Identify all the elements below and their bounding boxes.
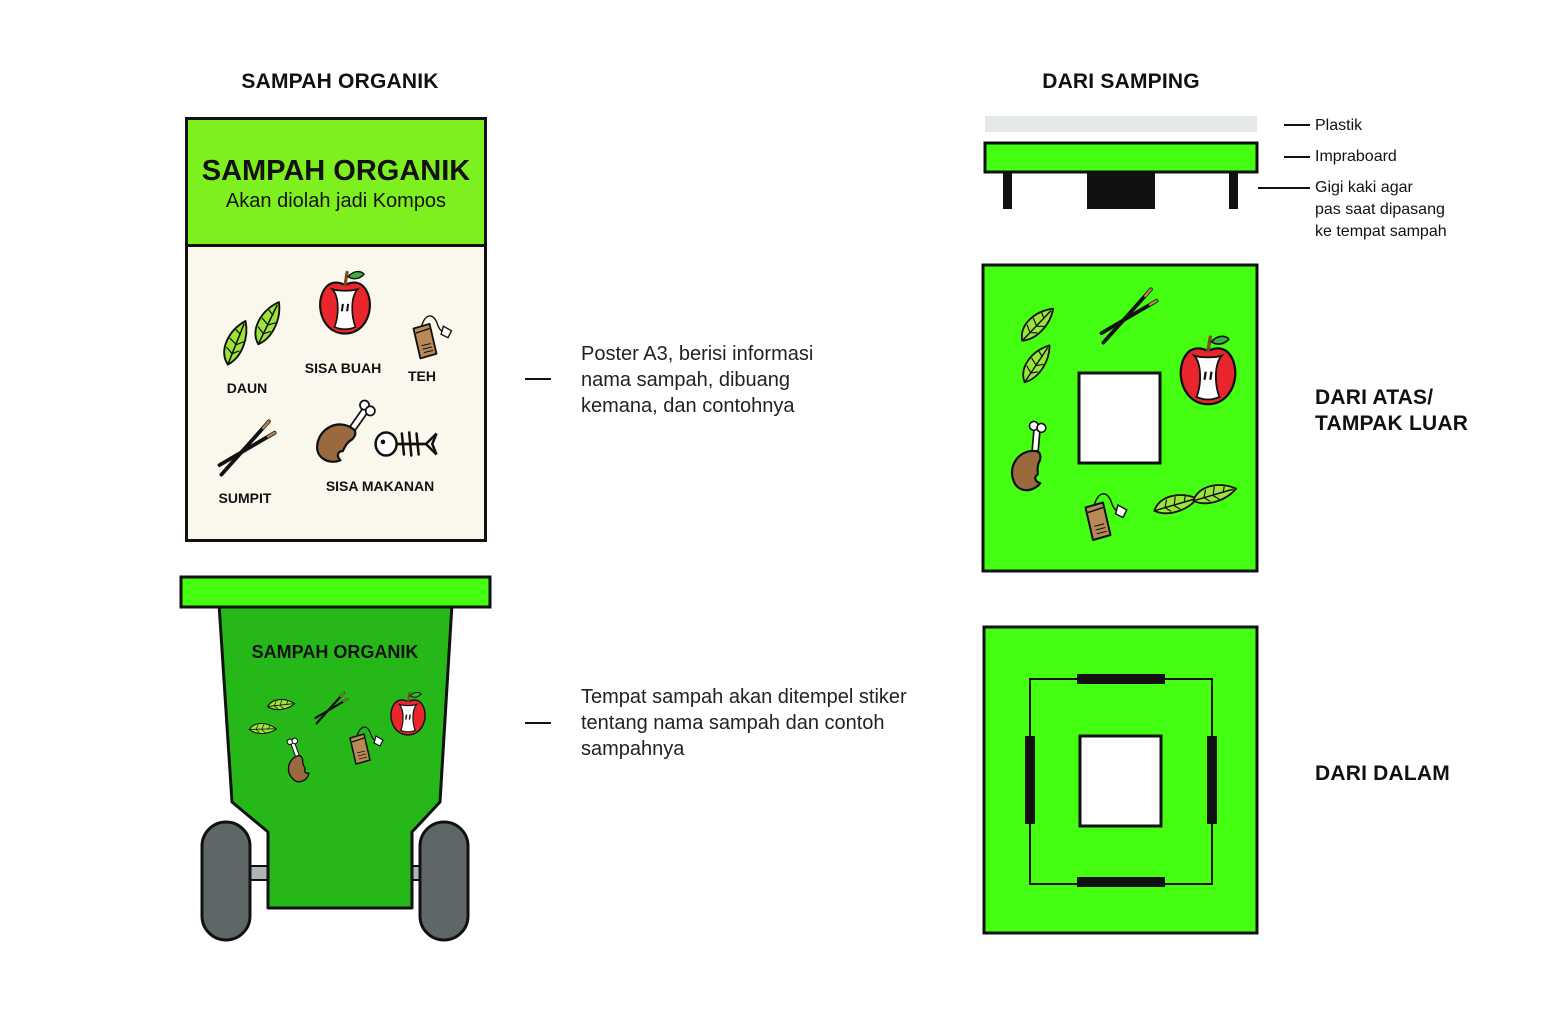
inside-opening	[1078, 734, 1163, 828]
top-view-opening	[1077, 371, 1162, 465]
foot-center	[1087, 172, 1155, 209]
foot-left	[1003, 172, 1012, 209]
label-inside-view: DARI DALAM	[1315, 762, 1450, 785]
label-daun: DAUN	[226, 380, 268, 396]
bin-lid	[179, 575, 492, 609]
impraboard-leader	[1284, 156, 1310, 158]
gigi-leader	[1258, 187, 1310, 189]
label-top-view-line2: TAMPAK LUAR	[1315, 412, 1469, 435]
poster-subtitle: Akan diolah jadi Kompos	[225, 190, 447, 212]
poster-title: SAMPAH ORGANIK	[201, 155, 471, 187]
plastic-layer	[985, 116, 1257, 132]
note-poster-dash	[525, 378, 551, 380]
note-bin: Tempat sampah akan ditempel stiker tenta…	[581, 686, 907, 760]
bin-body	[217, 602, 454, 910]
label-gigi: Gigi kaki agar pas saat dipasang ke temp…	[1315, 177, 1447, 243]
label-plastik: Plastik	[1315, 117, 1363, 134]
label-sumpit: SUMPIT	[218, 490, 272, 506]
bin-label: SAMPAH ORGANIK	[251, 642, 419, 662]
label-sisa-buah: SISA BUAH	[304, 360, 382, 376]
wheel-right	[418, 820, 470, 942]
plastik-leader	[1284, 124, 1310, 126]
note-poster: Poster A3, berisi informasi nama sampah,…	[581, 343, 814, 417]
poster-header: SAMPAH ORGANIK Akan diolah jadi Kompos	[188, 120, 484, 247]
label-gigi-line2: pas saat dipasang	[1315, 201, 1445, 218]
note-bin-dash	[525, 722, 551, 724]
label-sisa-makanan: SISA MAKANAN	[325, 478, 435, 494]
wheel-left	[200, 820, 252, 942]
label-gigi-line3: ke tempat sampah	[1315, 223, 1447, 240]
right-heading: DARI SAMPING	[1042, 70, 1200, 93]
foot-right	[1229, 172, 1238, 209]
label-top-view: DARI ATAS/ TAMPAK LUAR	[1315, 385, 1468, 437]
left-heading: SAMPAH ORGANIK	[241, 70, 439, 93]
label-impraboard: Impraboard	[1315, 148, 1397, 165]
label-top-view-line1: DARI ATAS/	[1315, 386, 1434, 409]
label-teh: TEH	[408, 368, 436, 384]
label-gigi-line1: Gigi kaki agar	[1315, 179, 1413, 196]
